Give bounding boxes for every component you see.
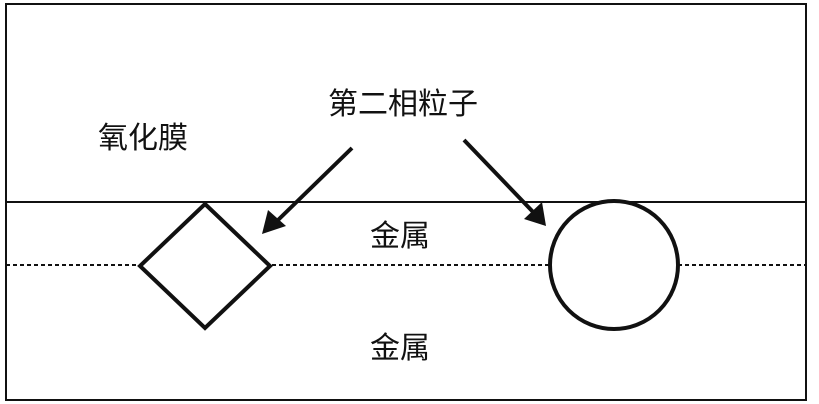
metal-label-lower: 金属 [370,331,430,366]
second-phase-particle-label: 第二相粒子 [328,87,478,122]
diamond-particle [137,201,273,331]
metal-label-upper: 金属 [370,219,430,254]
oxide-film-label: 氧化膜 [98,121,188,156]
circle-particle [548,199,680,331]
arrow-to-circle [462,138,546,226]
arrow-to-diamond [262,146,354,234]
